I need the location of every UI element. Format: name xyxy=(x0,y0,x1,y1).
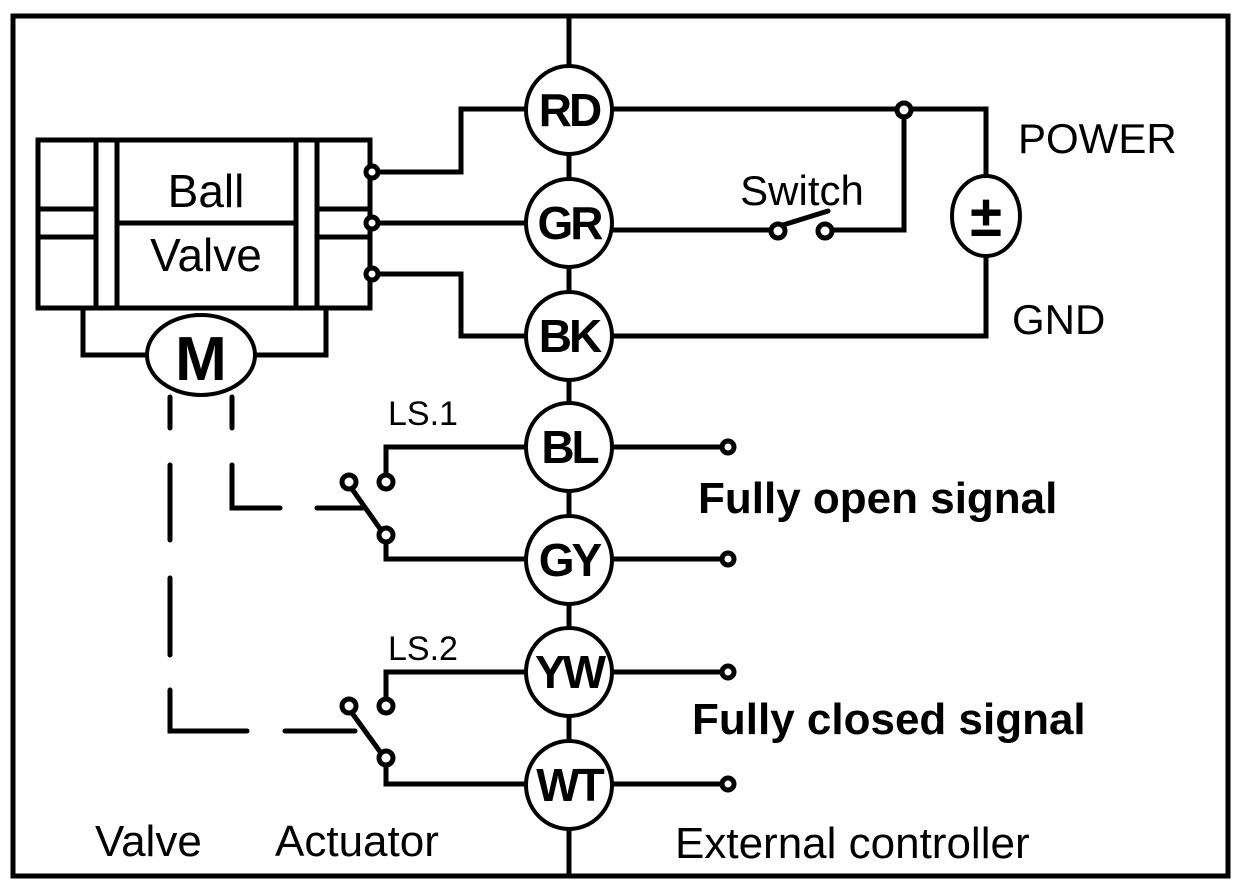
mechanical-linkage xyxy=(167,394,366,734)
switch-label: Switch xyxy=(740,167,864,214)
limit-switch-1: LS.1 xyxy=(339,395,528,562)
wire-code-bk: BK xyxy=(539,310,602,362)
wire-node-gy: GY xyxy=(524,514,614,606)
wire-code-yw: YW xyxy=(535,646,607,698)
section-label-actuator: Actuator xyxy=(275,817,439,866)
power-label: POWER xyxy=(1018,115,1177,162)
wire-code-gr: GR xyxy=(538,197,604,249)
wire-node-gr: GR xyxy=(524,177,614,269)
closed-signal-label: Fully closed signal xyxy=(692,695,1086,744)
wire-node-wt: WT xyxy=(524,739,614,831)
terminal-wt-out xyxy=(719,775,737,793)
wire-code-wt: WT xyxy=(536,759,604,811)
switch-contact-left xyxy=(768,221,788,241)
switch-contact-right xyxy=(815,221,835,241)
wire-node-rd: RD xyxy=(524,64,614,156)
ball-valve: Ball Valve xyxy=(35,137,373,311)
motor-label: M xyxy=(175,325,227,394)
wire-bk-path xyxy=(374,271,528,339)
power-source-symbol: ± xyxy=(970,184,1002,249)
valve-label-line2: Valve xyxy=(150,229,262,281)
wire-node-yw: YW xyxy=(524,626,614,718)
wire-rd-path xyxy=(374,106,528,175)
terminal-gy-out xyxy=(719,550,737,568)
power-source xyxy=(950,174,1022,258)
section-label-external: External controller xyxy=(675,819,1030,868)
terminal-yw-out xyxy=(719,663,737,681)
valve-terminal-1 xyxy=(363,163,381,181)
gnd-label: GND xyxy=(1012,296,1105,343)
limit-switch-2: LS.2 xyxy=(339,630,528,787)
valve-label-line1: Ball xyxy=(168,165,245,217)
motor: M xyxy=(80,307,329,397)
terminal-bl-out xyxy=(719,438,737,456)
wire-code-bl: BL xyxy=(541,421,598,473)
outer-frame xyxy=(10,13,1231,879)
valve-terminal-2 xyxy=(363,214,381,232)
open-signal-label: Fully open signal xyxy=(698,474,1057,523)
ls1-label: LS.1 xyxy=(388,395,458,433)
switch-lever xyxy=(780,208,831,228)
valve-terminal-3 xyxy=(363,265,381,283)
wire-code-gy: GY xyxy=(539,534,602,586)
wire-code-rd: RD xyxy=(539,84,601,136)
wire-node-bl: BL xyxy=(524,401,614,493)
ls2-label: LS.2 xyxy=(388,630,458,668)
section-label-valve: Valve xyxy=(95,817,202,866)
wire-node-bk: BK xyxy=(524,290,614,382)
